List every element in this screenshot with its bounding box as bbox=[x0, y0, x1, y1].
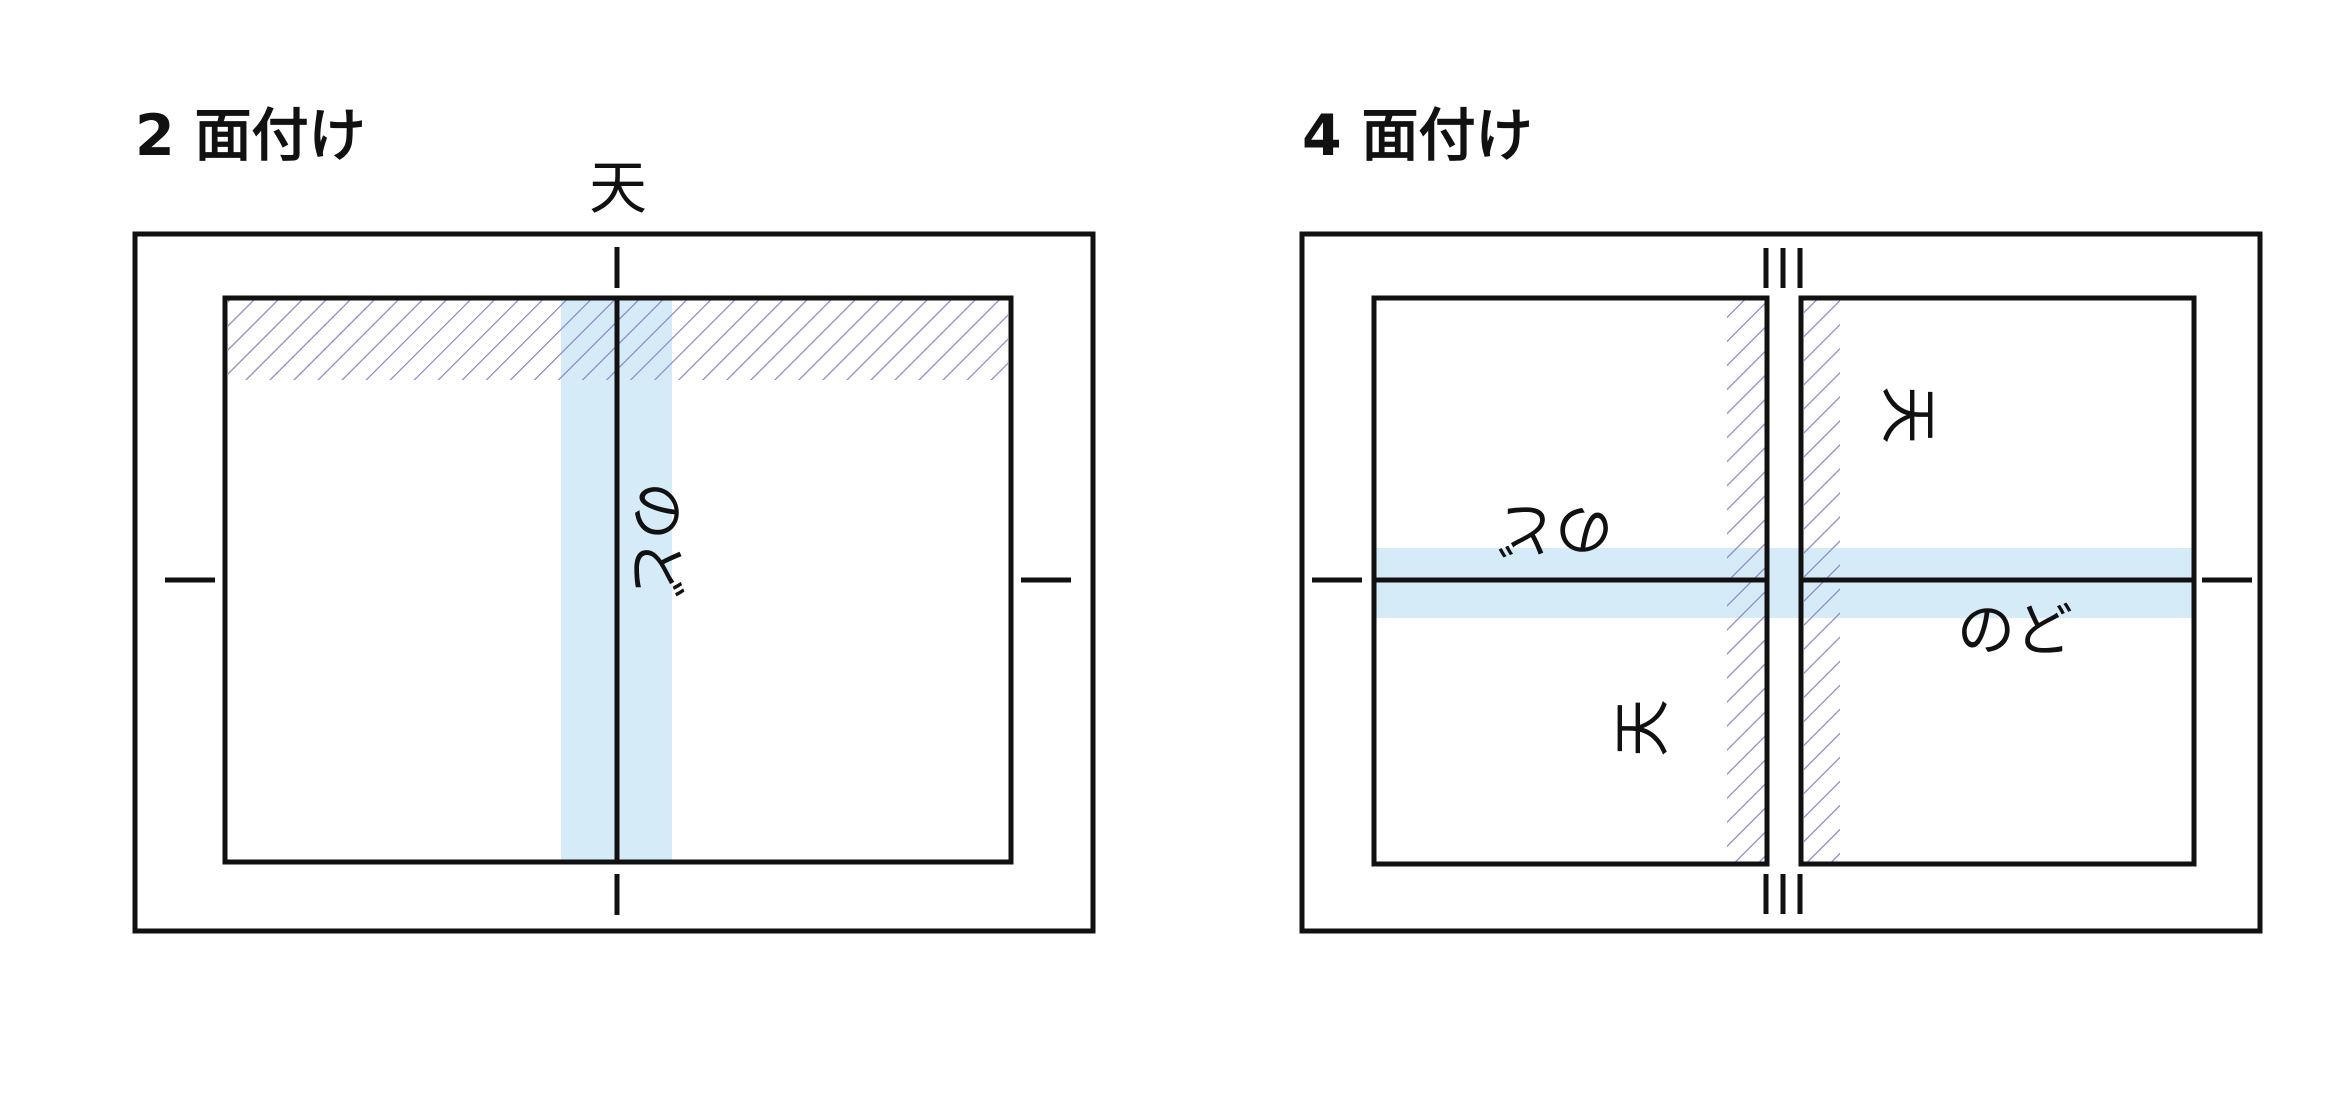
top-label: 天 bbox=[589, 154, 647, 222]
head-label-top-right: 天 bbox=[1874, 386, 1942, 444]
gutter-label-left: のど bbox=[1497, 496, 1613, 564]
panel-2up-title: 2 面付け bbox=[135, 103, 366, 169]
gutter-label-right: のど bbox=[1957, 596, 2073, 664]
panel-2up: 2 面付け 天 のど bbox=[132, 103, 1096, 934]
gutter-label: のど bbox=[623, 482, 691, 598]
panel-4up-title: 4 面付け bbox=[1302, 103, 1533, 169]
gutter-band-horizontal bbox=[1376, 548, 2192, 618]
panel-4up: 4 面付け 天 天 のど のど bbox=[1299, 103, 2263, 934]
register-mark-bottom bbox=[1763, 874, 1803, 914]
register-mark-top bbox=[1763, 248, 1803, 288]
sheet-outer-frame bbox=[132, 231, 1096, 934]
head-label-bottom-left: 天 bbox=[1608, 699, 1676, 757]
sheet-outer-frame bbox=[1299, 231, 2263, 934]
